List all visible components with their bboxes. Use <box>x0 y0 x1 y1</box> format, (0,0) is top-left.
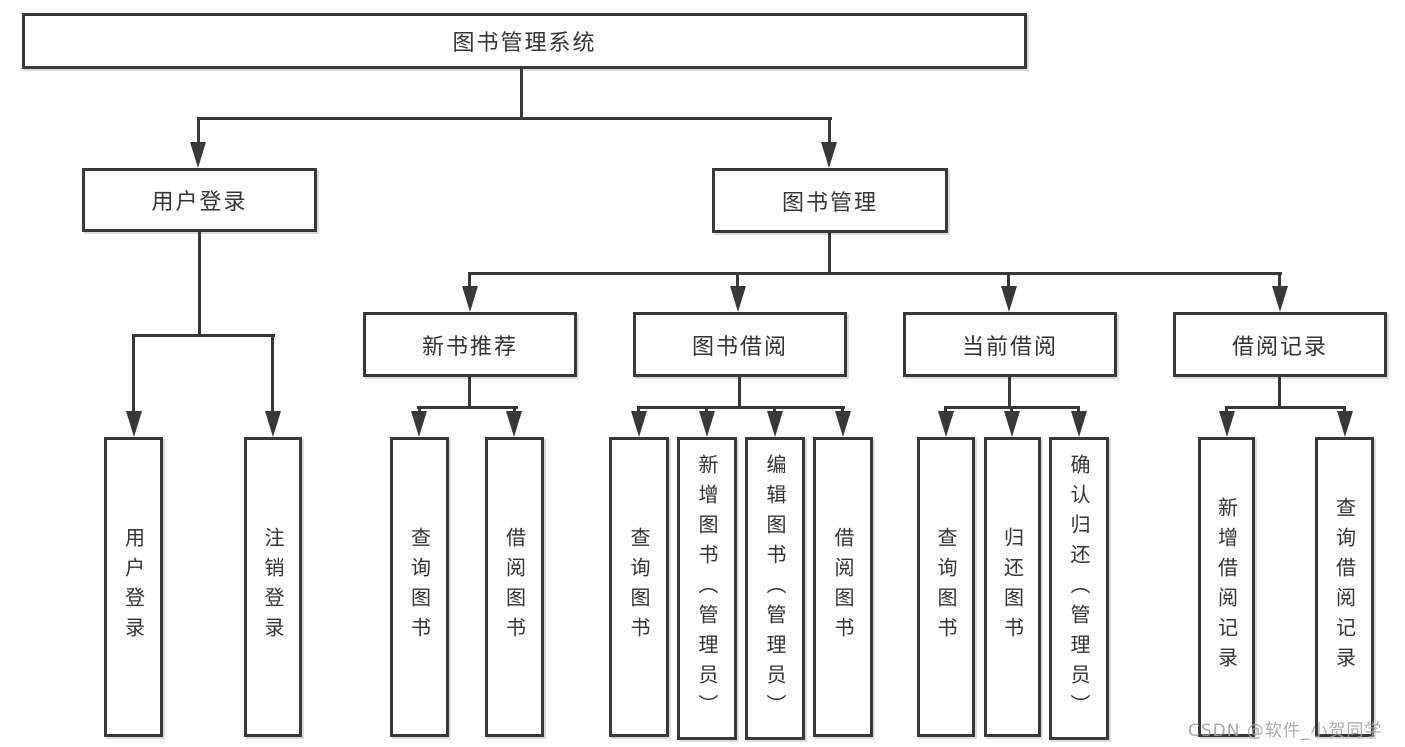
connector-line <box>1278 377 1281 409</box>
connector-line <box>468 377 471 409</box>
leaf-record-query: 查询借阅记录 <box>1315 437 1374 737</box>
leaf-current-return: 归还图书 <box>984 437 1041 737</box>
connector-line <box>132 334 275 337</box>
arrow-down-icon <box>938 411 954 437</box>
leaf-borrow-edit-label: 编辑图书（管理员） <box>763 453 787 724</box>
node-root: 图书管理系统 <box>22 13 1027 69</box>
leaf-current-query-label: 查询图书 <box>934 527 958 647</box>
connector-line <box>197 117 832 120</box>
arrow-down-icon <box>767 411 783 437</box>
leaf-logout: 注销登录 <box>244 437 302 737</box>
leaf-record-add: 新增借阅记录 <box>1198 437 1255 737</box>
node-book-borrow: 图书借阅 <box>633 312 847 377</box>
leaf-newbook-query-label: 查询图书 <box>407 527 432 647</box>
node-borrow-record-label: 借阅记录 <box>1231 334 1328 360</box>
arrow-down-icon <box>265 411 281 437</box>
leaf-record-add-label: 新增借阅记录 <box>1214 497 1239 677</box>
connector-line <box>738 377 741 409</box>
connector-line <box>468 272 471 290</box>
leaf-newbook-borrow: 借阅图书 <box>485 437 544 737</box>
leaf-record-query-label: 查询借阅记录 <box>1332 497 1357 677</box>
arrow-down-icon <box>1272 286 1288 312</box>
leaf-borrow-borrow-label: 借阅图书 <box>831 527 855 647</box>
arrow-down-icon <box>835 411 851 437</box>
leaf-user-login: 用户登录 <box>104 437 163 737</box>
node-new-book-recommend-label: 新书推荐 <box>421 334 518 360</box>
arrow-down-icon <box>1337 411 1353 437</box>
leaf-borrow-add-label: 新增图书（管理员） <box>695 453 719 724</box>
node-current-borrow-label: 当前借阅 <box>961 334 1058 360</box>
connector-line <box>271 334 274 415</box>
leaf-user-login-label: 用户登录 <box>121 527 146 647</box>
node-borrow-record: 借阅记录 <box>1173 312 1387 377</box>
leaf-logout-label: 注销登录 <box>261 527 285 647</box>
leaf-current-confirm: 确认归还（管理员） <box>1049 437 1109 740</box>
node-user-login: 用户登录 <box>82 168 317 232</box>
arrow-down-icon <box>1219 411 1235 437</box>
node-book-management: 图书管理 <box>712 168 948 233</box>
node-current-borrow: 当前借阅 <box>903 312 1117 377</box>
connector-line <box>828 117 831 147</box>
connector-line <box>198 232 201 337</box>
connector-line <box>468 272 1282 275</box>
leaf-newbook-query: 查询图书 <box>390 437 449 737</box>
leaf-current-return-label: 归还图书 <box>1000 527 1025 647</box>
leaf-borrow-query: 查询图书 <box>609 437 669 737</box>
arrow-down-icon <box>1004 411 1020 437</box>
watermark: CSDN @软件_小贺同学 <box>1188 721 1383 741</box>
connector-line <box>520 68 523 120</box>
arrow-down-icon <box>730 286 746 312</box>
connector-line <box>132 334 135 415</box>
connector-line <box>1225 406 1346 409</box>
leaf-current-confirm-label: 确认归还（管理员） <box>1067 453 1091 724</box>
leaf-borrow-query-label: 查询图书 <box>627 527 651 647</box>
node-book-management-label: 图书管理 <box>781 190 878 216</box>
connector-line <box>417 406 518 409</box>
node-user-login-label: 用户登录 <box>151 190 248 215</box>
connector-line <box>197 117 200 147</box>
arrow-down-icon <box>190 142 206 168</box>
leaf-borrow-add: 新增图书（管理员） <box>677 437 737 740</box>
leaf-borrow-edit: 编辑图书（管理员） <box>745 437 805 740</box>
leaf-newbook-borrow-label: 借阅图书 <box>502 527 527 647</box>
leaf-borrow-borrow: 借阅图书 <box>813 437 873 737</box>
connector-line <box>637 406 845 409</box>
arrow-down-icon <box>699 411 715 437</box>
arrow-down-icon <box>462 286 478 312</box>
arrow-down-icon <box>631 411 647 437</box>
node-book-borrow-label: 图书借阅 <box>691 334 788 360</box>
connector-line <box>1278 272 1281 290</box>
arrow-down-icon <box>1001 286 1017 312</box>
connector-line <box>1007 272 1010 290</box>
connector-line <box>828 233 831 275</box>
connector-line <box>736 272 739 290</box>
arrow-down-icon <box>1071 411 1087 437</box>
arrow-down-icon <box>411 411 427 437</box>
connector-line <box>1008 377 1011 409</box>
arrow-down-icon <box>126 411 142 437</box>
node-root-label: 图书管理系统 <box>452 31 597 56</box>
arrow-down-icon <box>821 142 837 168</box>
arrow-down-icon <box>506 411 522 437</box>
leaf-current-query: 查询图书 <box>917 437 975 737</box>
node-new-book-recommend: 新书推荐 <box>363 312 577 377</box>
